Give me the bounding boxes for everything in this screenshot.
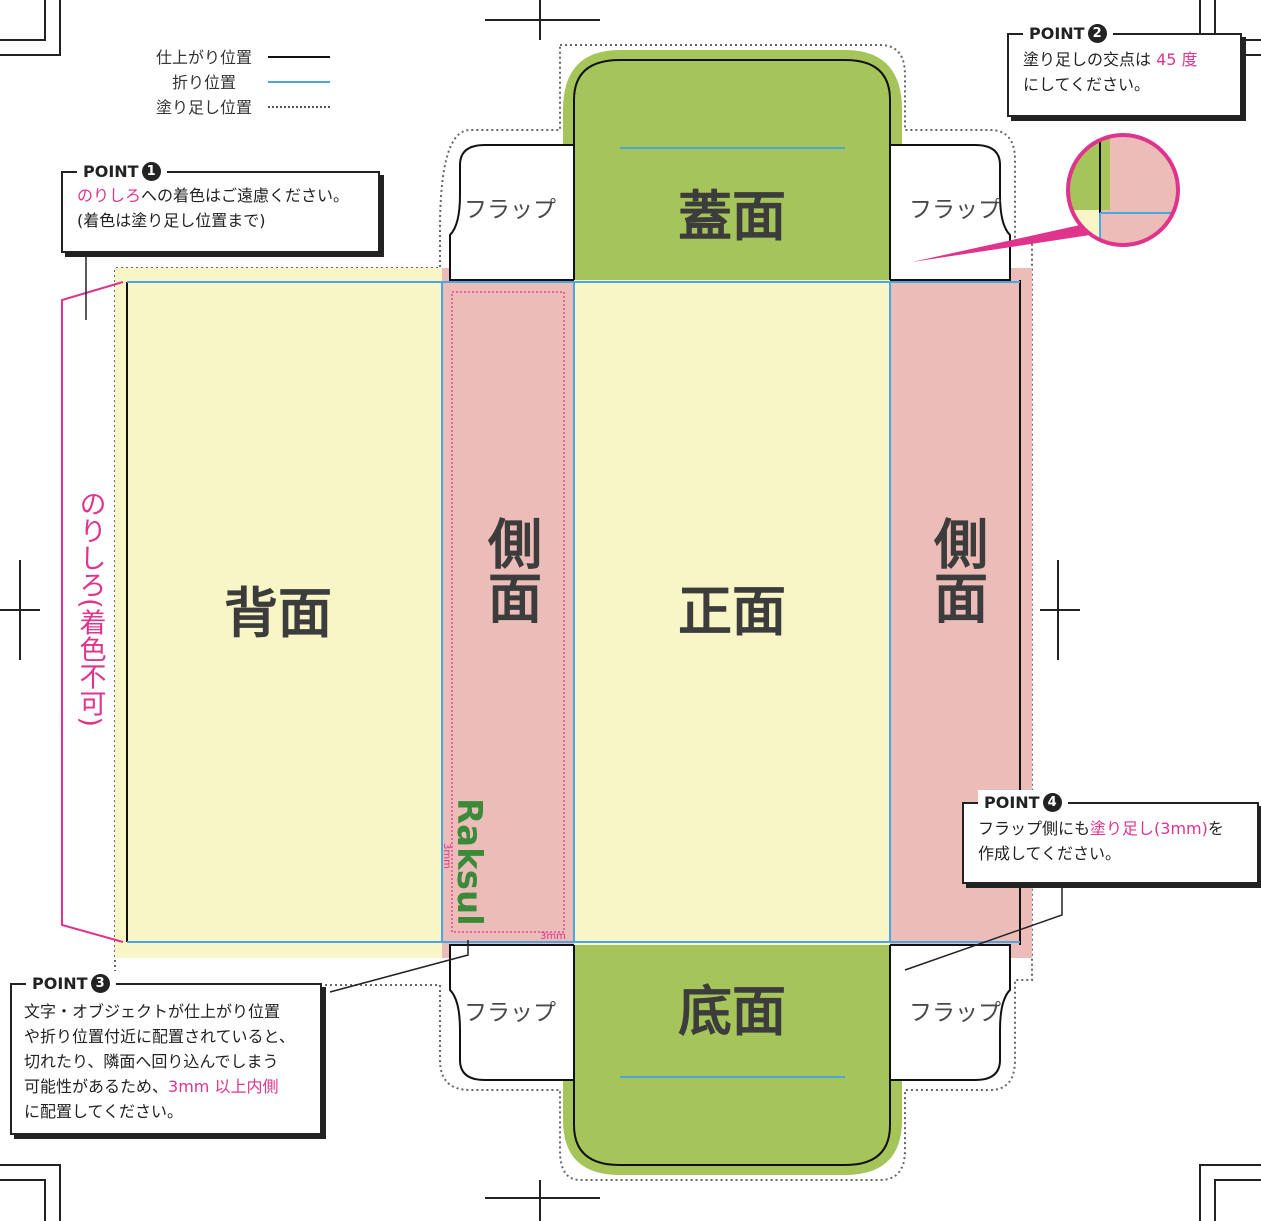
point-2-line1: 塗り足しの交点は	[1023, 50, 1152, 69]
point-4-highlight: 塗り足し(3mm)	[1090, 819, 1208, 838]
front-label: 正面	[678, 580, 786, 643]
safe-area	[451, 291, 565, 933]
side-panel-left	[442, 268, 574, 958]
magnifier-callout	[912, 133, 1180, 262]
point-1-number: 1	[141, 162, 161, 181]
point-2-line2: にしてください。	[1023, 75, 1151, 94]
fold-lines	[127, 147, 1020, 1078]
point-4-box: POINT 4 フラップ側にも塗り足し(3mm)を 作成してください。	[962, 790, 1259, 884]
back-label: 背面	[224, 582, 332, 645]
side-label-left: 側面	[479, 516, 543, 624]
lid-panel	[563, 50, 902, 280]
lid-label: 蓋面	[678, 185, 786, 248]
point-2-label: POINT	[1029, 24, 1085, 43]
point-3-line4: 可能性があるため、	[24, 1077, 169, 1096]
point-3-line5: に配置してください。	[24, 1102, 184, 1121]
flaps	[449, 144, 1011, 1081]
bottom-panel	[563, 945, 902, 1175]
point-4-line1b: を	[1207, 819, 1224, 838]
point-4-header: POINT 4	[978, 790, 1068, 815]
point-3-label: POINT	[32, 974, 88, 993]
side-label-right: 側面	[925, 516, 989, 624]
point-2-number: 2	[1087, 24, 1107, 43]
glue-flap-label: のりしろ(着色不可)	[75, 490, 107, 727]
flap-label-bl: フラップ	[464, 1000, 556, 1026]
back-panel	[115, 268, 442, 958]
point-3-highlight: 3mm 以上内側	[168, 1077, 279, 1096]
legend-bleed: 塗り足し位置	[156, 98, 252, 117]
point-1-highlight: のりしろ	[77, 186, 142, 205]
flap-label-tr: フラップ	[909, 197, 1001, 223]
point-2-header: POINT 2	[1023, 21, 1113, 46]
point-3-line2: や折り位置付近に配置されていると、	[24, 1027, 295, 1046]
legend-finish: 仕上がり位置	[156, 48, 252, 67]
point-4-number: 4	[1042, 793, 1062, 812]
point-1-line1: への着色はご遠慮ください。	[141, 186, 350, 205]
raksul-logo: Raksul	[449, 798, 489, 926]
point-4-label: POINT	[984, 793, 1040, 812]
front-panel	[574, 280, 890, 945]
point-3-box: POINT 3 文字・オブジェクトが仕上がり位置 や折り位置付近に配置されている…	[10, 971, 322, 1135]
bleed-outline	[114, 44, 1033, 1181]
leader-lines	[85, 250, 1063, 993]
point-3-line3: 切れたり、隣面へ回り込んでしまう	[24, 1052, 279, 1071]
point-1-line2: (着色は塗り足し位置まで)	[77, 211, 266, 230]
bottom-label: 底面	[678, 980, 786, 1043]
margin-label-left: 3mm	[441, 843, 452, 869]
point-3-line1: 文字・オブジェクトが仕上がり位置	[24, 1002, 281, 1021]
point-1-label: POINT	[83, 162, 139, 181]
point-1-box: POINT 1 のりしろへの着色はご遠慮ください。 (着色は塗り足し位置まで)	[61, 159, 380, 253]
flap-label-tl: フラップ	[464, 197, 556, 223]
glue-flap	[61, 281, 124, 943]
point-1-header: POINT 1	[77, 159, 167, 184]
point-4-line2: 作成してください。	[978, 844, 1122, 863]
point-3-number: 3	[90, 974, 110, 993]
flap-label-br: フラップ	[909, 1000, 1001, 1026]
legend-fold: 折り位置	[172, 73, 236, 92]
margin-label-bottom: 3mm	[540, 931, 566, 942]
point-2-box: POINT 2 塗り足しの交点は 45 度 にしてください。	[1007, 21, 1242, 117]
point-2-highlight: 45 度	[1156, 50, 1198, 69]
legend-lines	[268, 56, 330, 108]
point-3-header: POINT 3	[26, 971, 116, 996]
point-4-line1: フラップ側にも	[978, 819, 1091, 838]
